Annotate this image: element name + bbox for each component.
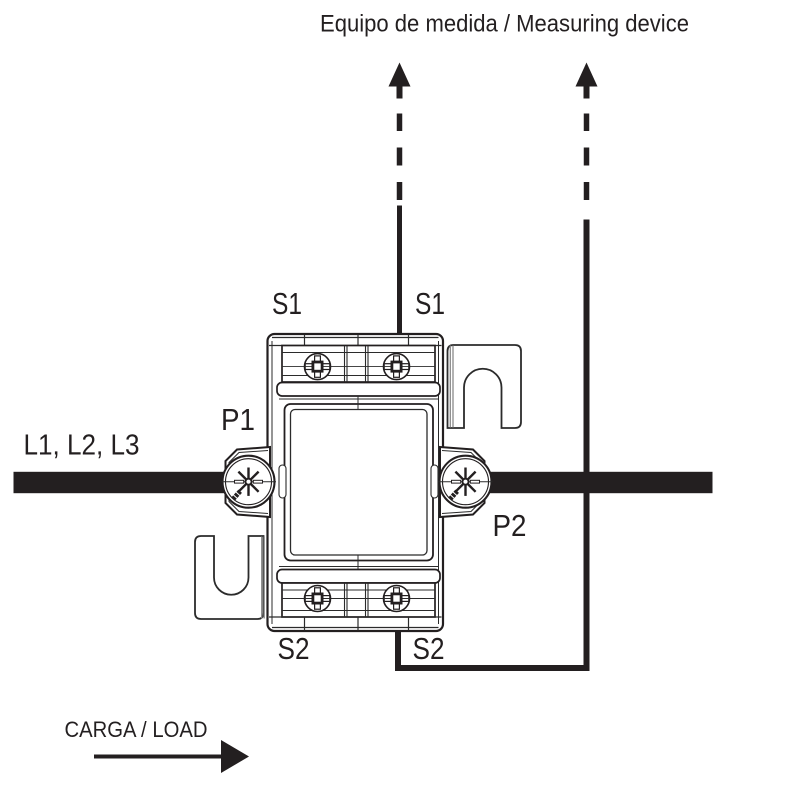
svg-text:P2: P2 xyxy=(493,508,527,543)
svg-text:L1, L2, L3: L1, L2, L3 xyxy=(24,430,140,462)
svg-text:Equipo de medida / Measuring d: Equipo de medida / Measuring device xyxy=(320,11,689,38)
svg-text:S2: S2 xyxy=(278,631,310,666)
svg-text:S2: S2 xyxy=(413,631,445,666)
svg-text:S1: S1 xyxy=(272,286,302,321)
svg-text:P1: P1 xyxy=(221,402,255,437)
svg-text:CARGA / LOAD: CARGA / LOAD xyxy=(65,717,208,742)
svg-text:S1: S1 xyxy=(415,286,445,321)
